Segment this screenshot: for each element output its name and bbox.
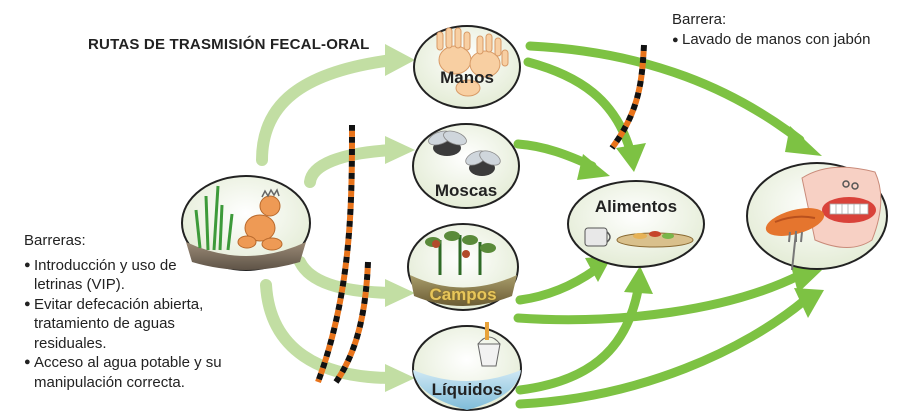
label-liquidos: Líquidos (431, 380, 503, 399)
barrier-left-item: Evitar defecación abierta, tratamiento d… (24, 295, 204, 354)
eye-icon (842, 180, 859, 190)
arrow-source-to-campos (294, 256, 398, 299)
bucket-icon (477, 322, 501, 367)
label-manos: Manos (440, 68, 494, 87)
arrowhead-manos-mouth (785, 126, 822, 156)
source-node (181, 175, 311, 271)
diagram-title: RUTAS DE TRASMISIÓN FECAL-ORAL (88, 36, 370, 53)
barrier-left-item: Introducción y uso de letrinas (VIP). (24, 256, 179, 295)
fork-icon (788, 231, 803, 271)
node-alimentos (567, 180, 705, 268)
barrier-line-left-1 (315, 124, 355, 384)
arrowhead-liquidos-mouth (794, 288, 824, 318)
cup-icon (584, 227, 611, 247)
arrowhead-manos (385, 44, 415, 76)
barrier-top-list: Lavado de manos con jabón (672, 30, 870, 50)
node-liquidos (412, 322, 522, 411)
arrowhead-manos-alimentos (616, 143, 646, 172)
arrowhead-liquidos (385, 364, 415, 392)
barrier-left-list: Introducción y uso de letrinas (VIP). Ev… (24, 256, 239, 393)
arrowhead-campos (385, 279, 415, 307)
meat-icon (765, 208, 825, 236)
label-moscas: Moscas (434, 181, 498, 200)
barrier-lines (315, 44, 647, 384)
arrow-manos-to-mouth (525, 41, 805, 145)
barrier-left-item: Acceso al agua potable y su manipulación… (24, 353, 239, 392)
arrow-campos-to-mouth (513, 270, 805, 325)
node-campos (407, 223, 519, 311)
arrow-source-to-moscas (304, 144, 398, 188)
node-manos (413, 25, 521, 109)
arrowheads-green (577, 126, 824, 318)
arrow-liquidos-to-mouth (515, 295, 810, 409)
plate-icon (616, 231, 694, 248)
arrow-moscas-to-alimentos (513, 139, 597, 171)
plants-icon (425, 231, 496, 275)
person-icon (237, 195, 283, 251)
barrier-top-heading: Barrera: (672, 11, 727, 28)
barrier-top-item: Lavado de manos con jabón (672, 30, 870, 50)
node-mouth (746, 162, 888, 271)
fly-icon (428, 130, 501, 176)
arrow-campos-to-alimentos (515, 265, 600, 305)
barrier-left-heading: Barreras: (24, 232, 86, 249)
node-moscas (412, 123, 520, 209)
label-campos: Campos (429, 285, 497, 304)
arrow-liquidos-to-alimentos (515, 285, 643, 395)
barrier-line-left-2 (333, 261, 371, 384)
arrow-source-to-liquidos (260, 279, 398, 384)
label-alimentos: Alimentos (594, 197, 678, 216)
arrowhead-moscas-alimentos (577, 154, 610, 180)
arrowhead-liquidos-alimentos (624, 266, 653, 294)
barrier-left: Barreras: Introducción y uso de letrinas… (24, 231, 239, 392)
arrows-from-source (256, 54, 398, 384)
hands-icon (436, 27, 509, 97)
arrow-source-to-manos (256, 54, 398, 166)
mouth-icon (822, 197, 876, 223)
barrier-line-handwash (609, 44, 647, 150)
arrowheads-light (385, 44, 415, 392)
arrow-manos-to-alimentos (523, 57, 635, 155)
barrier-top: Barrera: Lavado de manos con jabón (672, 10, 870, 50)
hair-icon (261, 188, 280, 198)
grass-icon (194, 185, 234, 251)
arrowhead-moscas (385, 136, 415, 164)
